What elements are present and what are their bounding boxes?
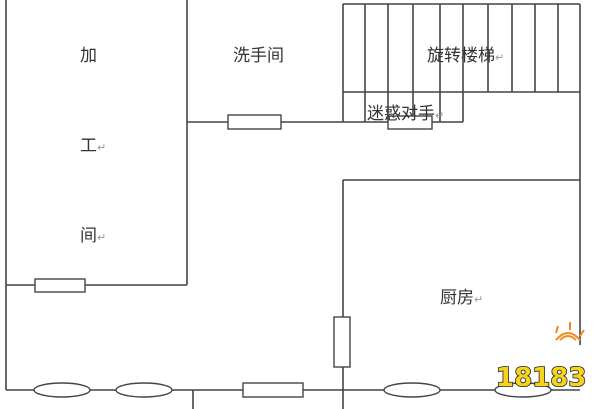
label-spiral-stairs: 旋转楼梯↵ — [427, 46, 504, 66]
doors — [34, 114, 433, 398]
walls — [5, 0, 581, 409]
door-processing — [34, 278, 86, 293]
window — [383, 382, 441, 398]
watermark-logo: 18183 — [495, 322, 587, 394]
window — [115, 382, 173, 398]
labels: 加 工↵ 间↵ 洗手间 旋转楼梯↵ 迷惑对手↵ 厨房↵ — [80, 46, 504, 308]
stair-steps — [364, 4, 559, 122]
door-washroom — [227, 114, 282, 130]
window — [33, 382, 91, 398]
label-processing-2: 工↵ — [80, 136, 106, 156]
label-processing-3: 间↵ — [80, 226, 106, 246]
label-kitchen: 厨房↵ — [440, 288, 483, 308]
window — [494, 382, 552, 398]
door-landing — [387, 115, 433, 130]
door-bottom — [242, 382, 304, 398]
label-washroom: 洗手间 — [233, 46, 284, 66]
windows — [33, 382, 552, 398]
label-processing-1: 加 — [80, 46, 97, 66]
watermark-text: 18183 — [496, 363, 586, 393]
door-kitchen — [333, 316, 351, 368]
label-confuse-opponent: 迷惑对手↵ — [367, 104, 444, 124]
